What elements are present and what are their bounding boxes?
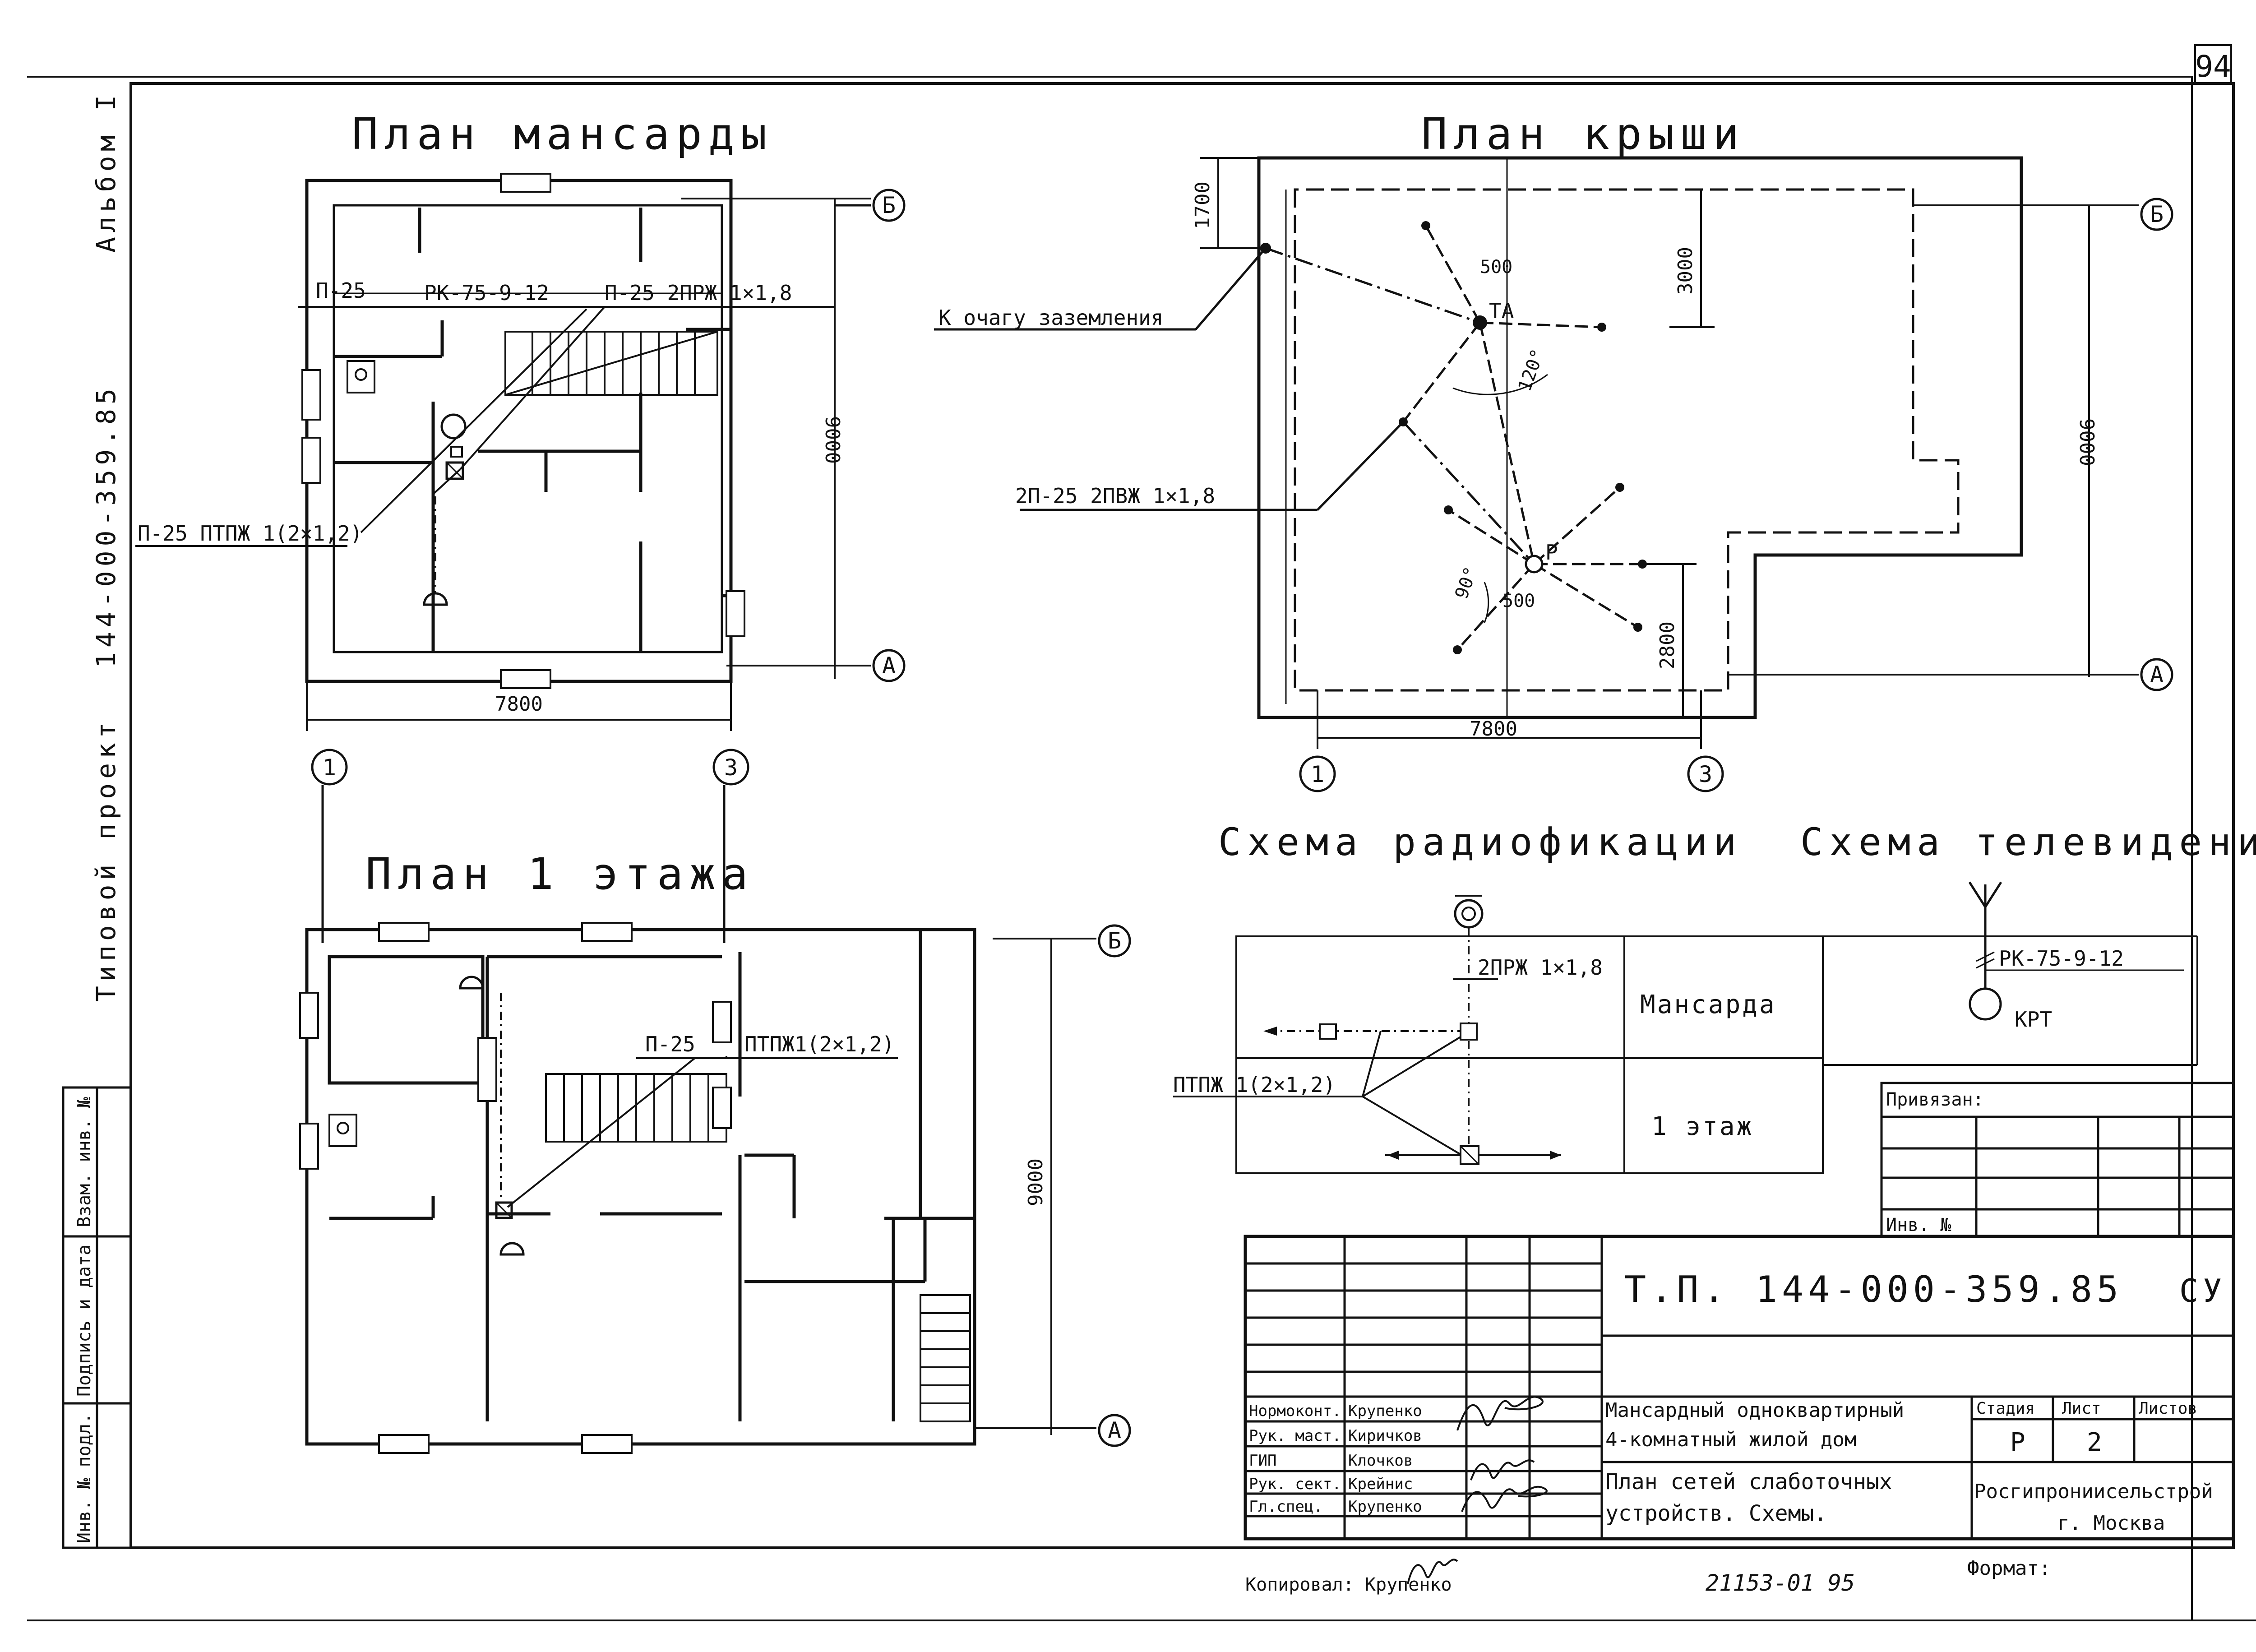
stamp-role-3: Рук. сект.	[1249, 1475, 1341, 1493]
stamp-name-0: Крупенко	[1348, 1402, 1422, 1420]
attic-plan-title: План мансарды	[352, 109, 773, 159]
roof-label-p: Р	[1545, 540, 1558, 565]
attic-label-p25-ptpzh: П-25 ПТПЖ 1(2×1,2)	[138, 521, 363, 546]
stamp-role-2: ГИП	[1249, 1452, 1276, 1470]
stamp-name-4: Крупенко	[1348, 1498, 1422, 1516]
roof-plan-title: План крыши	[1421, 109, 1745, 159]
stamp-col-stage: Стадия	[1976, 1399, 2035, 1418]
floor1-plan: План 1 этажа	[299, 849, 1131, 1454]
stamp-name-3: Крейнис	[1348, 1475, 1413, 1493]
stamp-sheet: 2	[2087, 1428, 2102, 1457]
roof-axis-b: Б	[2150, 201, 2164, 227]
title-block: Привязан: Инв. № Т.П. 144-000-359.85 СУ …	[1244, 1082, 2235, 1596]
attic-label-p25: П-25	[316, 278, 366, 303]
stamp-name-2: Клочков	[1348, 1452, 1413, 1470]
side-cell-inv: Инв. № подл.	[74, 1413, 95, 1543]
floor1-plan-title: План 1 этажа	[365, 849, 754, 899]
stamp-mark: СУ	[2179, 1273, 2226, 1310]
stamp-privyazan: Привязан:	[1886, 1089, 1984, 1110]
attic-dim-width: 7800	[495, 693, 543, 716]
stamp-format: Формат:	[1967, 1557, 2051, 1580]
attic-label-p25-2prz: П-25 2ПРЖ 1×1,8	[605, 281, 792, 305]
roof-plan: План крыши	[934, 109, 2173, 792]
sheet-frame	[27, 44, 2256, 1621]
stamp-building-1: 4-комнатный жилой дом	[1605, 1428, 1856, 1451]
roof-dim-3000: 3000	[1674, 247, 1697, 295]
attic-axis-a: А	[882, 652, 896, 679]
floor1-label-p25: П-25	[645, 1032, 695, 1056]
album-label: Альбом I	[91, 91, 121, 253]
tv-scheme: Схема телевидения РК-75-9-12 КРТ	[1800, 820, 2256, 1032]
radio-scheme-title: Схема радиофикации	[1218, 820, 1743, 864]
roof-axis-a: А	[2150, 662, 2164, 688]
signatures	[1407, 1396, 1548, 1584]
floor1-axis-a: А	[1108, 1417, 1121, 1444]
attic-plan: План мансарды	[135, 109, 906, 943]
side-cell-sign: Подпись и дата	[74, 1245, 95, 1397]
radio-row-attic: Мансарда	[1640, 990, 1776, 1019]
side-cell-replace: Взам. инв. №	[74, 1097, 95, 1227]
stamp-role-1: Рук. маст.	[1249, 1427, 1341, 1445]
roof-dim-width: 7800	[1470, 717, 1517, 740]
attic-axis-b: Б	[882, 192, 896, 218]
album-code: 144-000-359.85	[91, 384, 121, 668]
stamp-sheet-title-1: устройств. Схемы.	[1605, 1501, 1827, 1526]
floor1-label-ptpzh: ПТПЖ1(2×1,2)	[744, 1032, 894, 1056]
roof-dim-1700: 1700	[1191, 181, 1214, 229]
attic-axis-1: 1	[323, 754, 336, 781]
project-label: Типовой проект	[91, 718, 121, 1002]
stamp-building-0: Мансардный одноквартирный	[1605, 1399, 1904, 1422]
stamp-order: 21153-01 95	[1706, 1570, 1855, 1596]
sheet-number: 94	[2195, 49, 2231, 84]
tv-label-rk: РК-75-9-12	[1999, 946, 2124, 971]
attic-label-rk: РК-75-9-12	[424, 281, 549, 305]
roof-label-ta: ТА	[1489, 299, 1514, 323]
roof-dim-500b: 500	[1502, 591, 1535, 611]
stamp-copied: Копировал: Крупенко	[1245, 1574, 1452, 1595]
stamp-role-4: Гл.спец.	[1249, 1498, 1323, 1516]
attic-axis-3: 3	[724, 754, 738, 781]
stamp-org-0: Росгипрониисельстрой	[1974, 1480, 2213, 1503]
stamp-stage: Р	[2010, 1428, 2025, 1457]
roof-dim-2800: 2800	[1656, 621, 1679, 669]
stamp-inv: Инв. №	[1886, 1215, 1951, 1236]
stamp-sheet-title-0: План сетей слаботочных	[1605, 1469, 1892, 1495]
stamp-name-1: Киричков	[1348, 1427, 1422, 1445]
roof-angle-120: 120°	[1514, 346, 1549, 394]
roof-dim-500a: 500	[1480, 257, 1512, 278]
roof-axis-3: 3	[1699, 761, 1712, 787]
tv-label-krt: КРТ	[2015, 1007, 2052, 1032]
stamp-code: Т.П. 144-000-359.85	[1624, 1268, 2123, 1310]
floor1-dim-height: 9000	[1024, 1158, 1047, 1206]
roof-dim-height: 9000	[2075, 418, 2098, 466]
floor1-axis-b: Б	[1108, 928, 1121, 954]
radio-row-floor1: 1 этаж	[1651, 1112, 1753, 1141]
stamp-org-1: г. Москва	[2057, 1512, 2165, 1535]
roof-axis-1: 1	[1311, 761, 1324, 787]
radio-label-prz: 2ПРЖ 1×1,8	[1478, 955, 1603, 980]
roof-label-cable: 2П-25 2ПВЖ 1×1,8	[1015, 484, 1215, 508]
roof-angle-90: 90°	[1451, 564, 1482, 602]
stamp-col-sheets: Листов	[2139, 1399, 2197, 1418]
stamp-role-0: Нормоконт.	[1249, 1402, 1341, 1420]
roof-label-ground: К очагу заземления	[938, 305, 1164, 330]
side-strip: Альбом I 144-000-359.85 Типовой проект В…	[62, 91, 132, 1549]
stamp-col-sheet: Лист	[2062, 1399, 2101, 1418]
radio-label-ptpzh: ПТПЖ 1(2×1,2)	[1173, 1073, 1336, 1097]
radio-scheme: Схема радиофикации	[1173, 820, 2198, 1174]
attic-dim-height: 9000	[821, 416, 844, 464]
tv-scheme-title: Схема телевидения	[1800, 820, 2256, 864]
